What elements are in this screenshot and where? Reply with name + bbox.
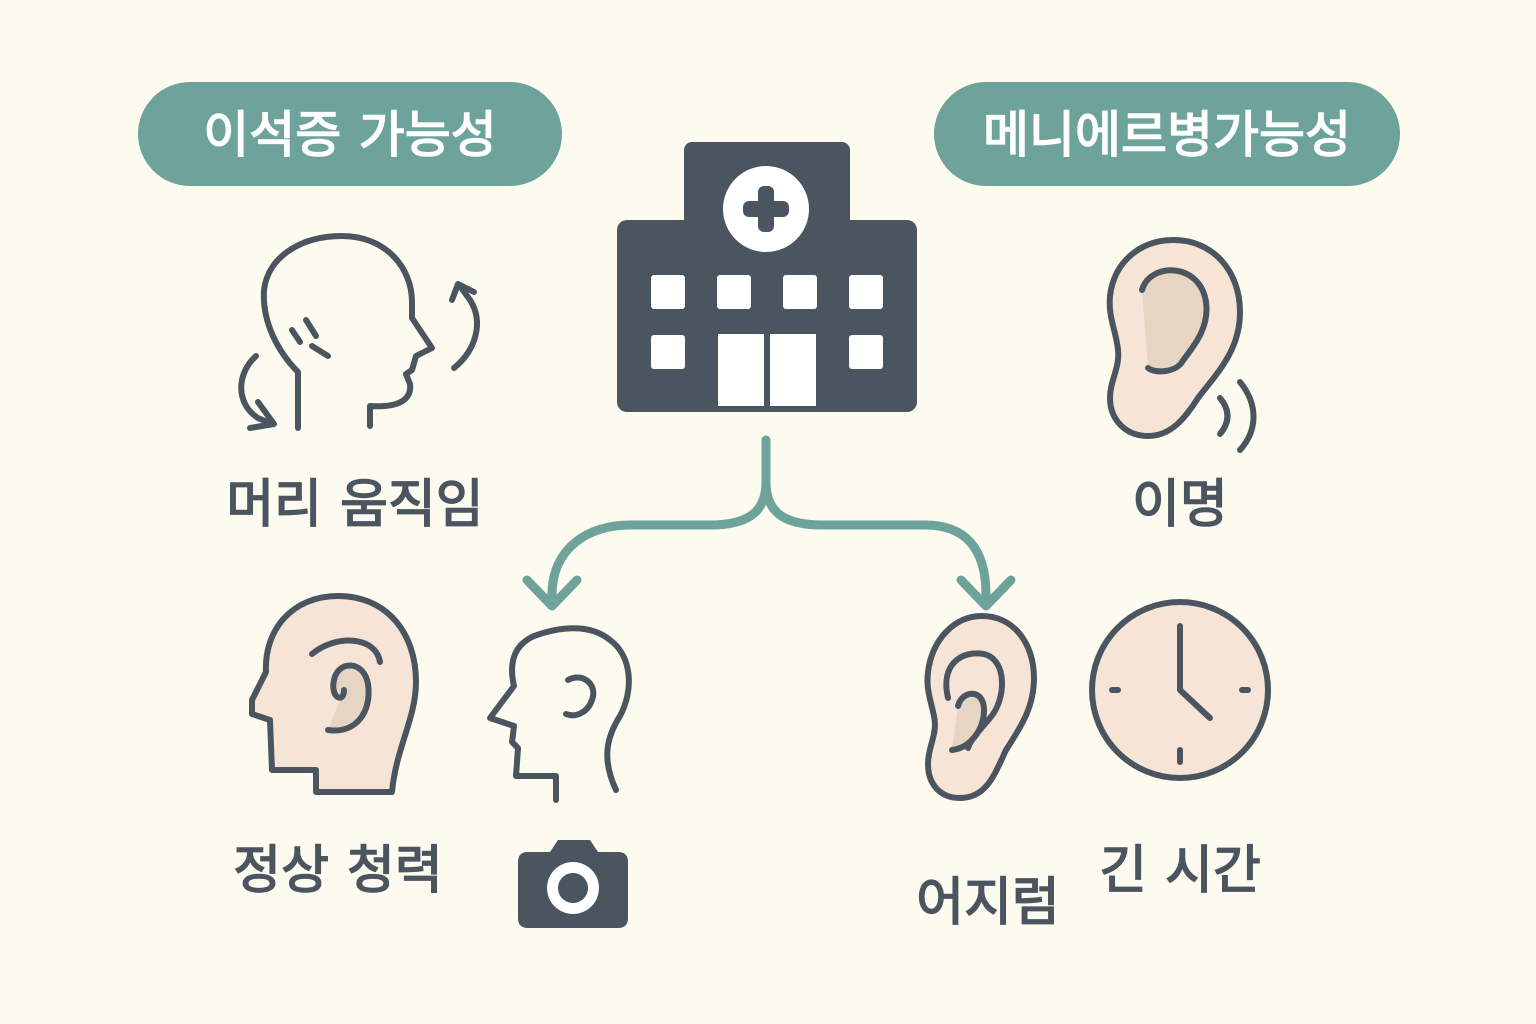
- clock-icon: [1089, 599, 1271, 781]
- head-rotation-icon: [238, 233, 480, 431]
- head-ear-icon: [249, 593, 419, 795]
- branch-arrows: [522, 435, 1016, 611]
- branch-right: [761, 477, 991, 600]
- right-title-pill: 메니에르병가능성: [934, 82, 1400, 186]
- tinnitus-label: 이명: [1132, 475, 1228, 535]
- arrowhead-left: [522, 575, 582, 611]
- hospital-icon: [617, 142, 917, 412]
- camera-icon: [518, 840, 628, 928]
- normal-hearing-label: 정상 청력: [233, 841, 442, 901]
- head-movement-label: 머리 움직임: [226, 475, 483, 535]
- arrowhead-right: [956, 575, 1016, 611]
- branch-left: [547, 477, 771, 600]
- dizziness-label: 어지럼: [916, 873, 1060, 933]
- left-title: 이석증 가능성: [203, 106, 496, 164]
- head-profile-icon: [487, 625, 632, 803]
- left-title-pill: 이석증 가능성: [138, 82, 562, 186]
- ear-icon: [924, 613, 1037, 801]
- ear-sound-icon: [1106, 237, 1257, 453]
- right-title: 메니에르병가능성: [983, 106, 1351, 164]
- time-label: 긴 시간: [1099, 841, 1261, 901]
